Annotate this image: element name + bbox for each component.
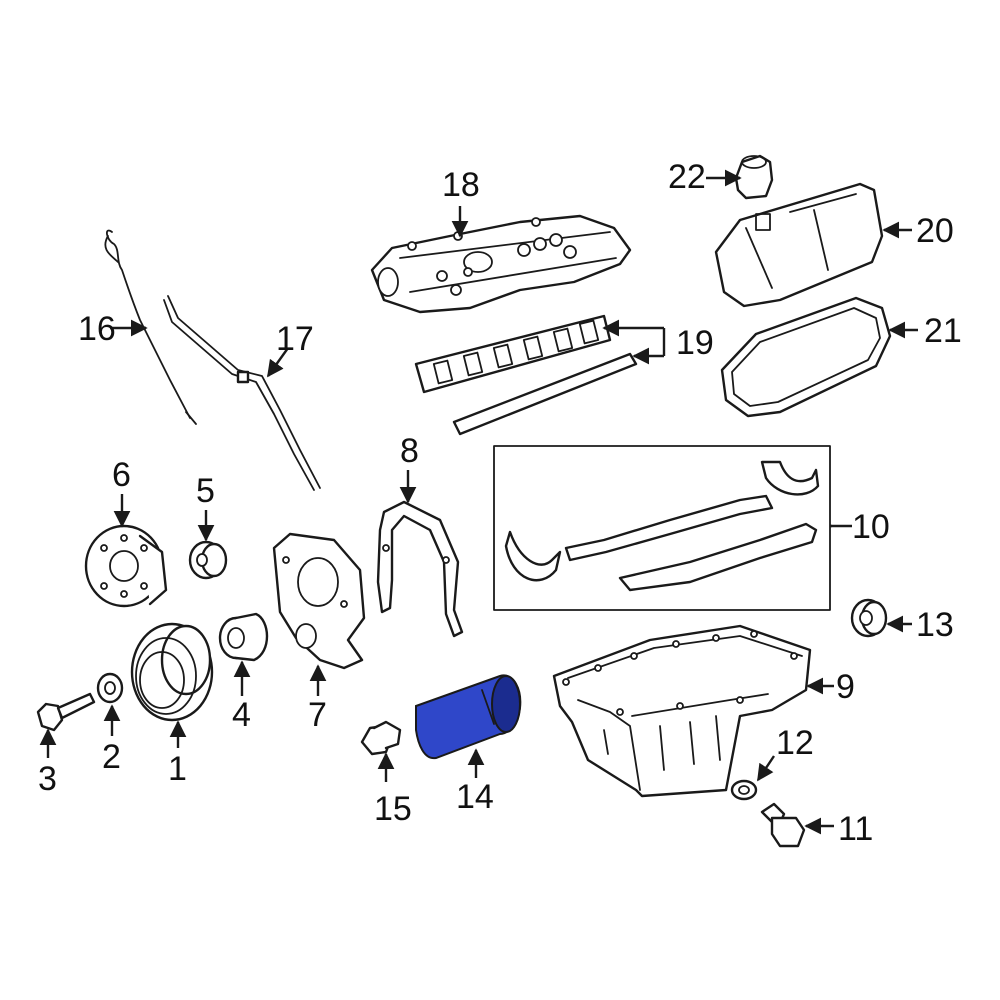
callout-12: 12: [776, 724, 814, 762]
callout-21: 21: [924, 312, 962, 350]
part-17-dipstick-tube[interactable]: [163, 295, 321, 491]
callout-6: 6: [112, 456, 131, 494]
callout-8: 8: [400, 432, 419, 470]
part-19-manifold-gasket-upper[interactable]: [414, 314, 612, 394]
part-9-oil-pan[interactable]: [552, 624, 812, 798]
callout-1: 1: [168, 750, 187, 788]
callout-10: 10: [852, 508, 890, 546]
part-22-oil-filler-cap[interactable]: [734, 154, 774, 200]
part-10-gasket-kit[interactable]: [493, 445, 831, 611]
leader-17: [267, 347, 289, 378]
leader-12: [757, 755, 775, 782]
part-20-valve-cover[interactable]: [714, 182, 884, 308]
callout-19: 19: [676, 324, 714, 362]
callout-11: 11: [838, 810, 873, 848]
callout-7: 7: [308, 696, 327, 734]
callout-14: 14: [456, 778, 494, 816]
part-12-drain-washer[interactable]: [730, 779, 758, 801]
part-1-crankshaft-pulley[interactable]: [130, 622, 214, 722]
callout-labels: 16 17 18 19 20 21 22 10 9 13 6 5 8 7 4 1…: [38, 158, 962, 848]
part-6-harmonic-balancer[interactable]: [84, 524, 168, 608]
part-7-timing-cover[interactable]: [272, 532, 366, 670]
part-16-dipstick[interactable]: [104, 229, 197, 425]
part-8-timing-cover-gasket[interactable]: [376, 500, 464, 638]
callout-4: 4: [232, 696, 251, 734]
part-4-front-seal[interactable]: [218, 612, 269, 662]
oil-filter-end-cap: [491, 675, 521, 733]
callout-3: 3: [38, 760, 57, 798]
part-13-rear-main-seal[interactable]: [850, 598, 888, 638]
leader-lines: [39, 169, 918, 835]
callout-17: 17: [276, 320, 314, 358]
callout-22: 22: [668, 158, 706, 196]
part-5-crankshaft-sprocket[interactable]: [188, 540, 228, 580]
callout-9: 9: [836, 668, 855, 706]
part-21-valve-cover-gasket[interactable]: [720, 296, 892, 418]
part-15-drain-plug[interactable]: [360, 720, 402, 756]
part-3-bolt[interactable]: [36, 692, 96, 732]
callout-5: 5: [196, 472, 215, 510]
callout-18: 18: [442, 166, 480, 204]
part-14-oil-filter[interactable]: [415, 674, 522, 760]
callout-2: 2: [102, 738, 121, 776]
callout-16: 16: [78, 310, 116, 348]
callout-20: 20: [916, 212, 954, 250]
callout-13: 13: [916, 606, 954, 644]
callout-15: 15: [374, 790, 412, 828]
part-11-drain-plug-bolt[interactable]: [760, 802, 806, 848]
part-2-washer[interactable]: [96, 672, 124, 704]
part-18-intake-manifold[interactable]: [370, 214, 632, 314]
